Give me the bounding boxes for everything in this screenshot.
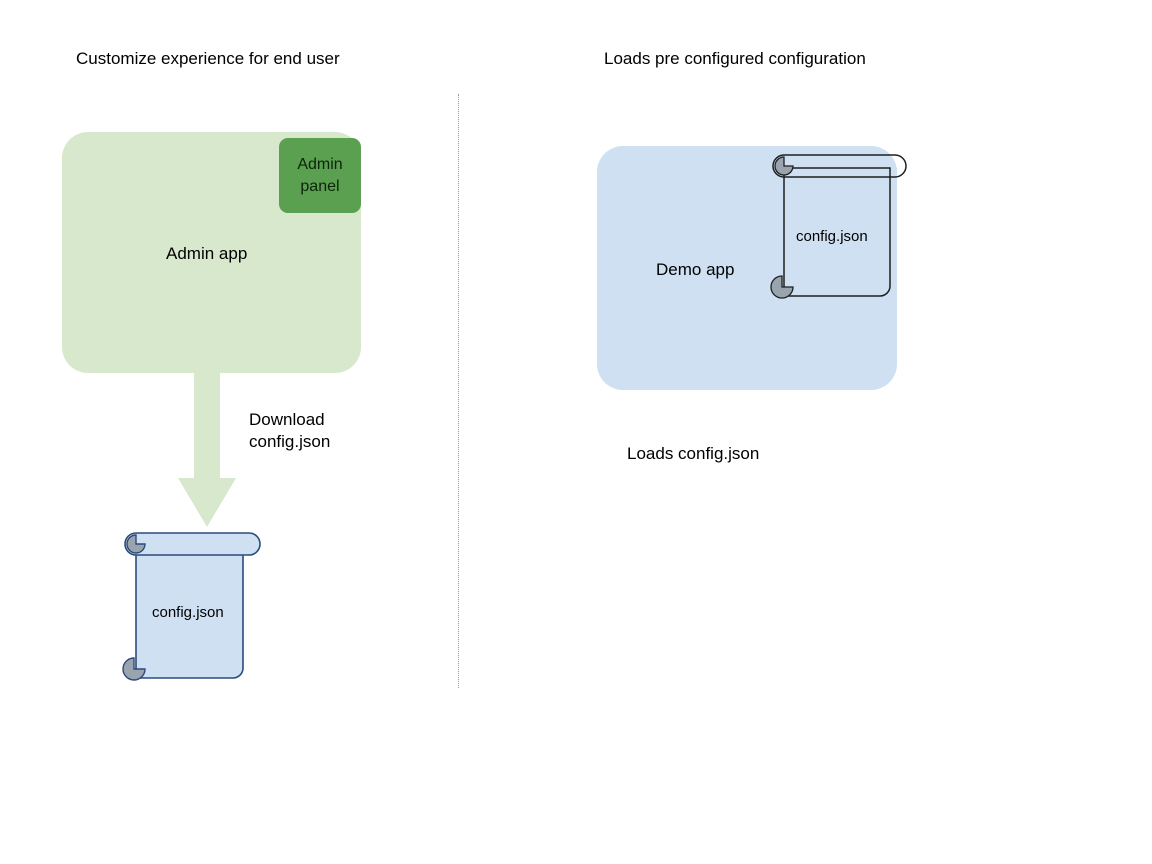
admin-panel-chip-line2: panel: [300, 177, 340, 195]
download-arrow-icon: [178, 370, 236, 527]
admin-app-label: Admin app: [166, 244, 248, 263]
demo-app-container: [597, 146, 897, 390]
admin-panel-chip[interactable]: Admin panel: [279, 138, 361, 213]
admin-panel-chip-text: Admin panel: [297, 154, 342, 198]
config-json-label-right: config.json: [796, 228, 868, 245]
config-json-document-left: [122, 532, 261, 681]
loads-config-caption: Loads config.json: [627, 444, 760, 463]
download-arrow-label-line1: Download: [249, 410, 325, 429]
left-panel-title: Customize experience for end user: [76, 49, 340, 68]
demo-app-label: Demo app: [656, 260, 735, 279]
right-panel-title: Loads pre configured configuration: [604, 49, 866, 68]
download-arrow-label: Download config.json: [249, 409, 330, 453]
config-json-label-left: config.json: [152, 604, 224, 621]
download-arrow-label-line2: config.json: [249, 432, 331, 451]
admin-panel-chip-line1: Admin: [297, 155, 343, 173]
vertical-dotted-divider: [458, 94, 459, 688]
config-json-document-right: [770, 154, 907, 299]
